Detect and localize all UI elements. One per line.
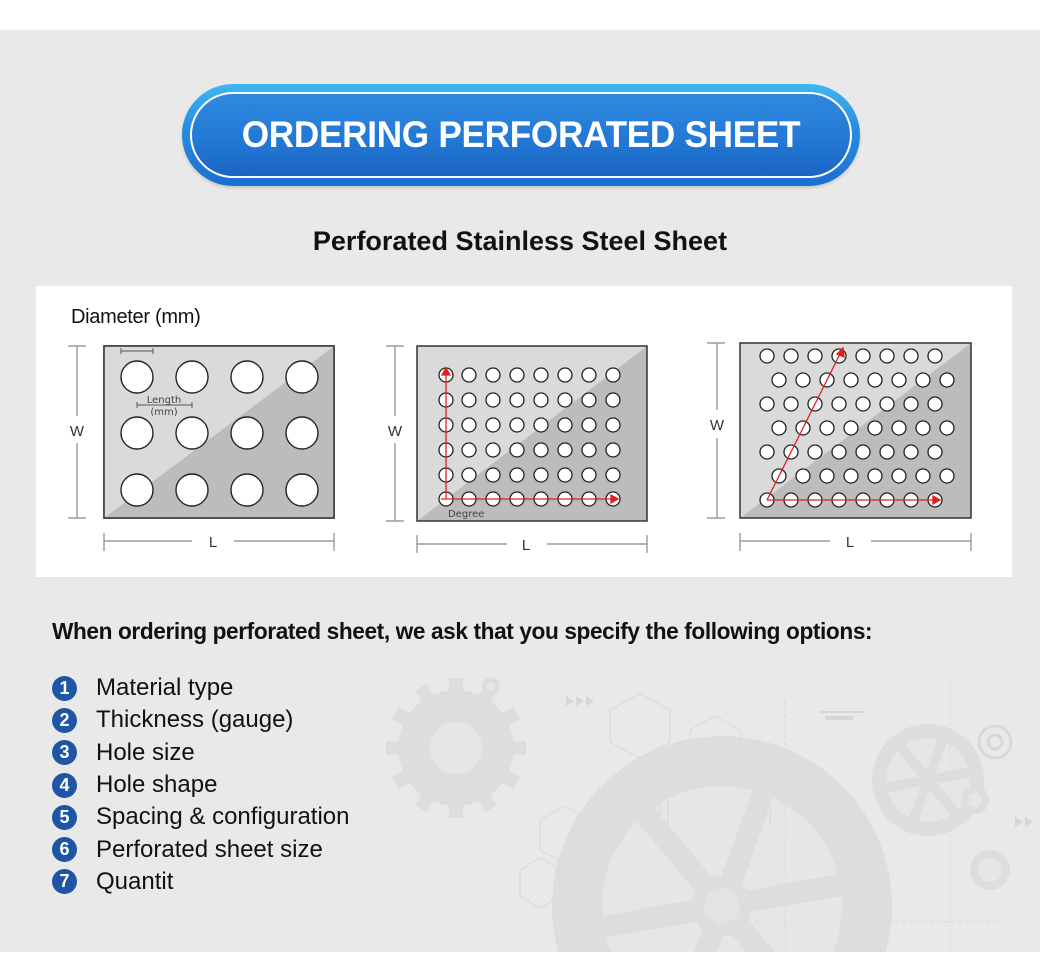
- diameter-label: Diameter (mm): [71, 306, 201, 328]
- page-background: ORDERING PERFORATED SHEET Perforated Sta…: [0, 30, 1040, 952]
- length-label: L: [522, 537, 530, 554]
- banner-title: ORDERING PERFORATED SHEET: [241, 114, 801, 155]
- pitch-unit-label: (mm): [150, 407, 177, 418]
- option-item-sheet-size: 6 Perforated sheet size: [52, 833, 350, 865]
- instructions-text: When ordering perforated sheet, we ask t…: [52, 618, 873, 644]
- option-label: Quantit: [96, 867, 174, 895]
- option-label: Hole size: [96, 738, 195, 766]
- option-item-hole-shape: 4 Hole shape: [52, 769, 350, 801]
- diagram-straight-grid: W Degree L: [386, 345, 648, 554]
- red-direction-arrows: [766, 346, 942, 506]
- width-label: W: [388, 423, 403, 440]
- title-banner: ORDERING PERFORATED SHEET: [182, 84, 860, 186]
- diagram-staggered-grid: W L: [707, 342, 972, 551]
- red-direction-arrows: [440, 366, 620, 505]
- angle-label: Degree: [448, 509, 484, 520]
- pitch-label: Length: [147, 395, 182, 406]
- diagram-panel: Diameter (mm) W: [36, 286, 1012, 577]
- option-label: Hole shape: [96, 771, 218, 799]
- number-badge: 6: [52, 837, 77, 863]
- number-badge: 3: [52, 740, 77, 766]
- option-item-quantity: 7 Quantit: [52, 866, 350, 898]
- option-label: Thickness (gauge): [96, 706, 294, 734]
- length-label: L: [846, 534, 854, 551]
- number-badge: 7: [52, 869, 77, 895]
- diagram-straight-large-holes: W Length (mm) L: [68, 345, 335, 551]
- option-item-thickness: 2 Thickness (gauge): [52, 704, 350, 736]
- option-item-material-type: 1 Material type: [52, 672, 350, 704]
- length-label: L: [209, 534, 217, 551]
- width-label: W: [70, 423, 85, 440]
- option-label: Spacing & configuration: [96, 803, 350, 831]
- option-label: Perforated sheet size: [96, 835, 323, 863]
- number-badge: 4: [52, 772, 77, 798]
- option-label: Material type: [96, 674, 234, 702]
- subtitle: Perforated Stainless Steel Sheet: [312, 226, 728, 256]
- number-badge: 1: [52, 675, 77, 701]
- width-label: W: [710, 417, 725, 434]
- option-item-spacing: 5 Spacing & configuration: [52, 801, 350, 833]
- options-list: 1 Material type 2 Thickness (gauge) 3 Ho…: [52, 672, 350, 898]
- option-item-hole-size: 3 Hole size: [52, 737, 350, 769]
- number-badge: 2: [52, 707, 77, 733]
- number-badge: 5: [52, 804, 77, 830]
- title-banner-inner: ORDERING PERFORATED SHEET: [190, 92, 852, 178]
